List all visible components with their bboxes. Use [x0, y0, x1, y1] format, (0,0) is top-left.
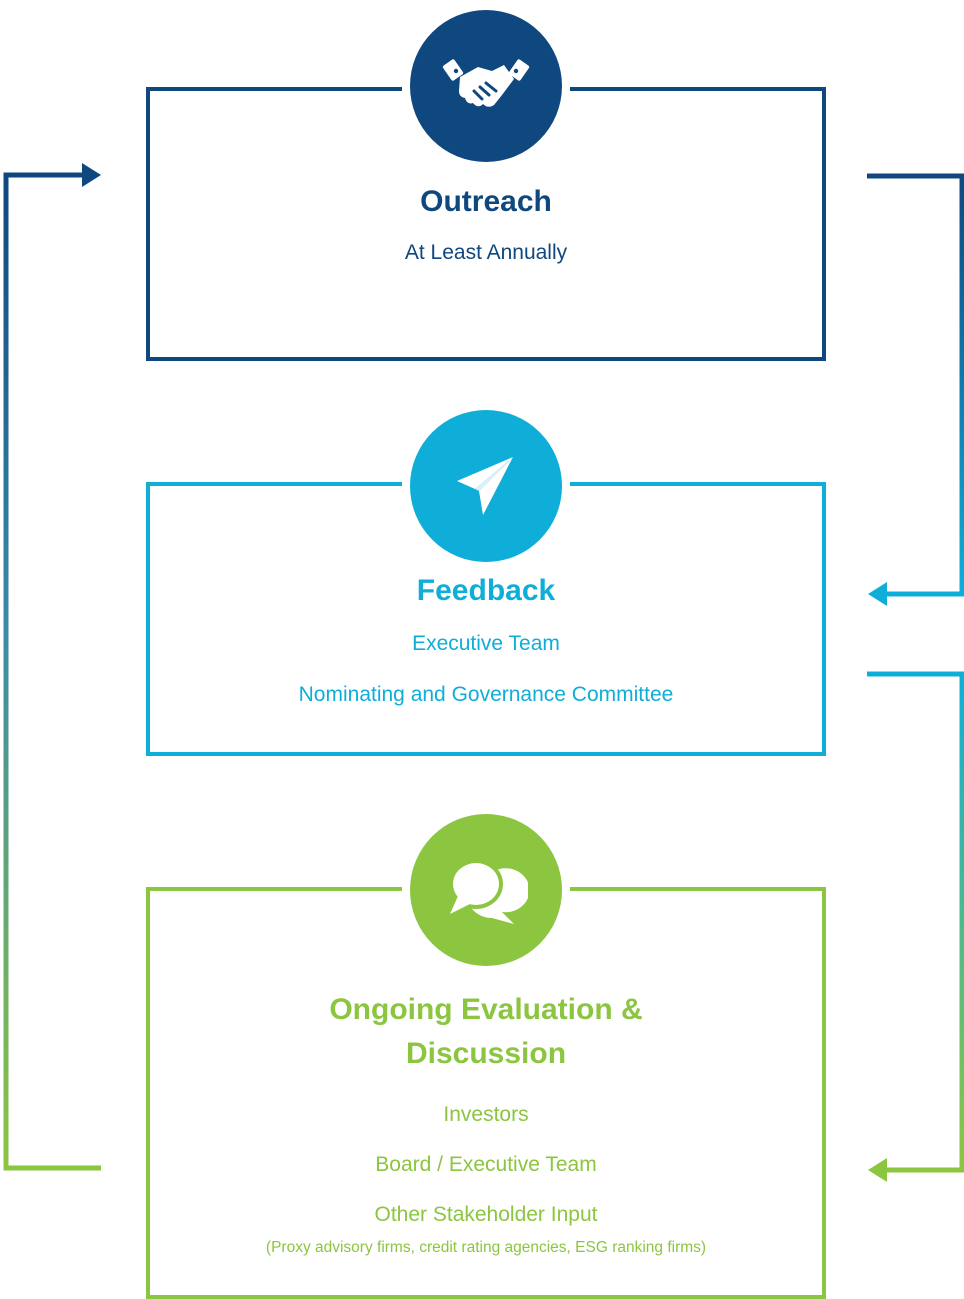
chat-bubbles-icon: [449, 859, 528, 924]
arrow-feedback-to-ongoing: [867, 671, 964, 1182]
ongoing-title-line-2: Discussion: [405, 1037, 567, 1070]
outreach-icon-circle: [410, 10, 562, 162]
ongoing-participant-3: Other Stakeholder Input: [374, 1203, 598, 1226]
paper-plane-icon: [457, 457, 513, 515]
handshake-icon: [442, 59, 530, 107]
arrowhead-to-ongoing: [868, 1158, 887, 1182]
outreach-title: Outreach: [420, 185, 552, 218]
feedback-title: Feedback: [416, 574, 556, 607]
arrowhead-to-feedback: [868, 582, 887, 606]
ongoing-icon-circle: [410, 814, 562, 966]
feedback-participant-2: Nominating and Governance Committee: [298, 683, 674, 706]
ongoing-participant-note: (Proxy advisory firms, credit rating age…: [265, 1239, 707, 1256]
outreach-box: Outreach At Least Annually: [146, 85, 826, 361]
outreach-frequency: At Least Annually: [404, 241, 568, 264]
feedback-icon-circle: [410, 410, 562, 562]
ongoing-participant-2: Board / Executive Team: [375, 1153, 597, 1176]
arrowhead-to-outreach: [82, 163, 101, 187]
feedback-participant-1: Executive Team: [412, 632, 560, 655]
ongoing-participant-1: Investors: [443, 1103, 529, 1126]
ongoing-title-line-1: Ongoing Evaluation &: [329, 993, 643, 1026]
arrow-outreach-to-feedback: [867, 173, 964, 606]
loop-arrow-left: [3, 163, 101, 1171]
